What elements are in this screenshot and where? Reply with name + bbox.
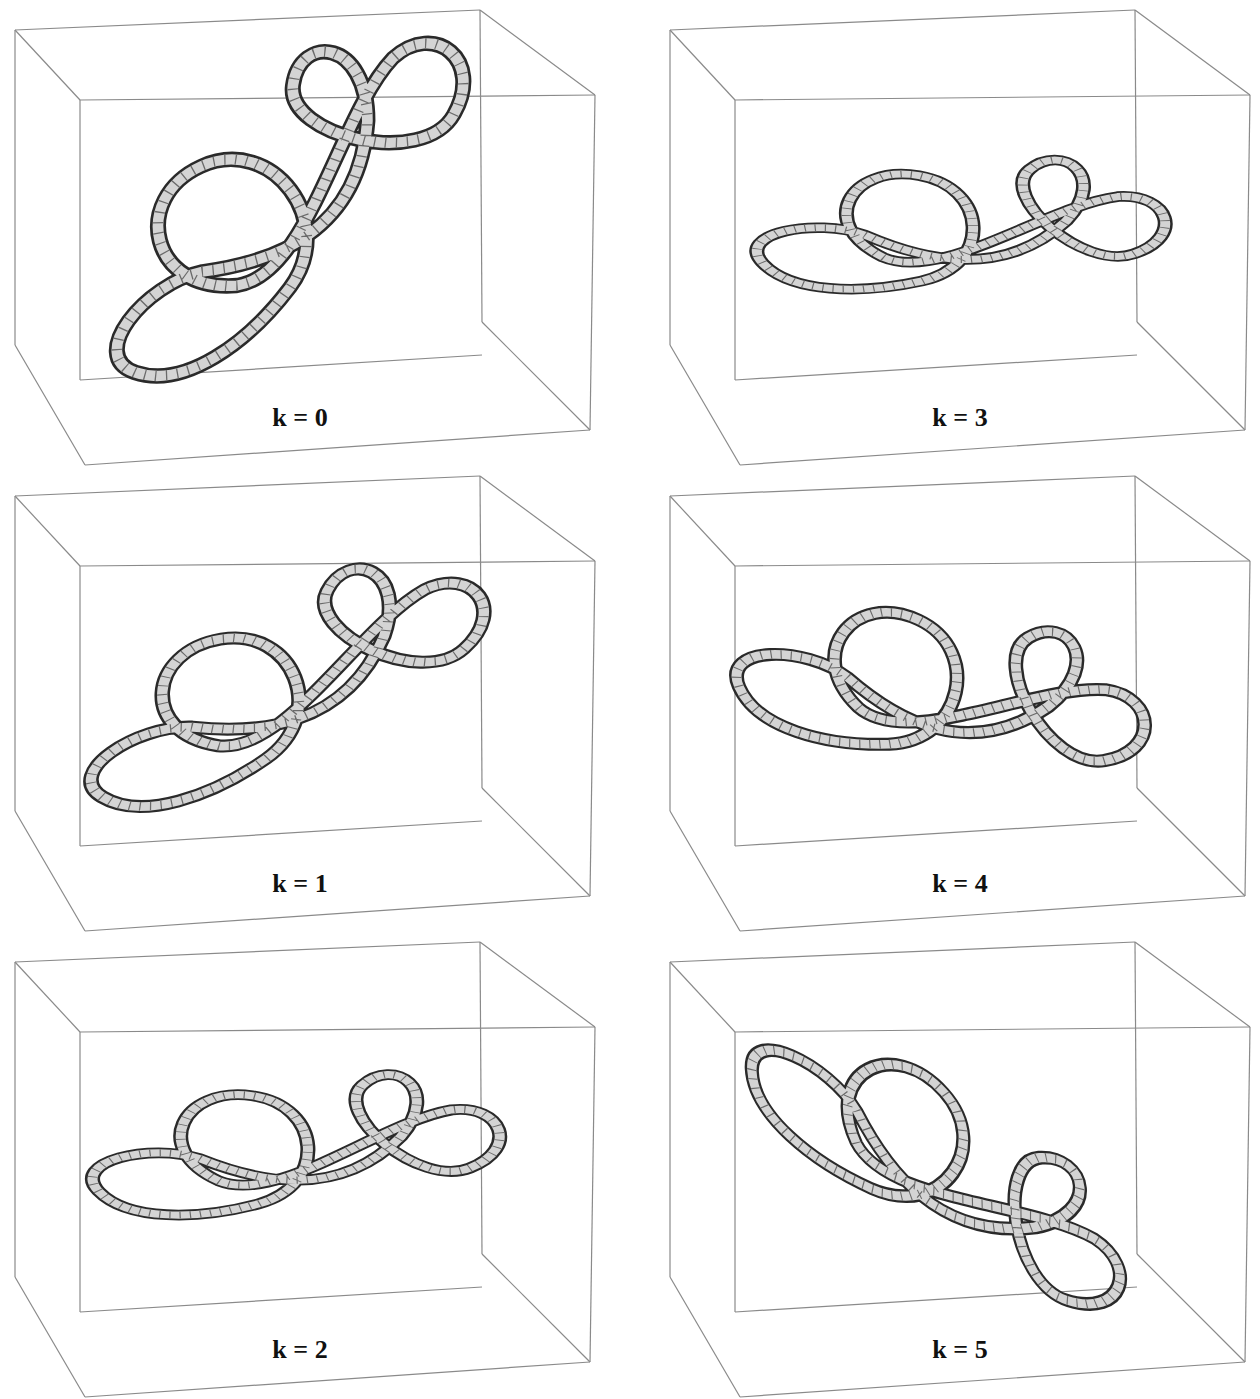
knot-tube [91, 1064, 501, 1226]
panel-box [15, 476, 595, 931]
panel-box [15, 942, 595, 1397]
knot-tube [755, 140, 1170, 312]
panel-label: k = 1 [268, 870, 331, 899]
knot-tube [36, 0, 523, 401]
panel-label: k = 3 [928, 404, 991, 433]
panel-box [670, 10, 1250, 465]
panel-box [670, 942, 1250, 1397]
knot-tube [54, 538, 511, 823]
panel-label: k = 4 [928, 870, 991, 899]
panel-label: k = 5 [928, 1336, 991, 1365]
panel-label: k = 2 [268, 1336, 331, 1365]
knot-tube [725, 542, 1165, 833]
panel-box [670, 476, 1250, 931]
knot-tube [731, 961, 1157, 1368]
panel-label: k = 0 [268, 404, 331, 433]
